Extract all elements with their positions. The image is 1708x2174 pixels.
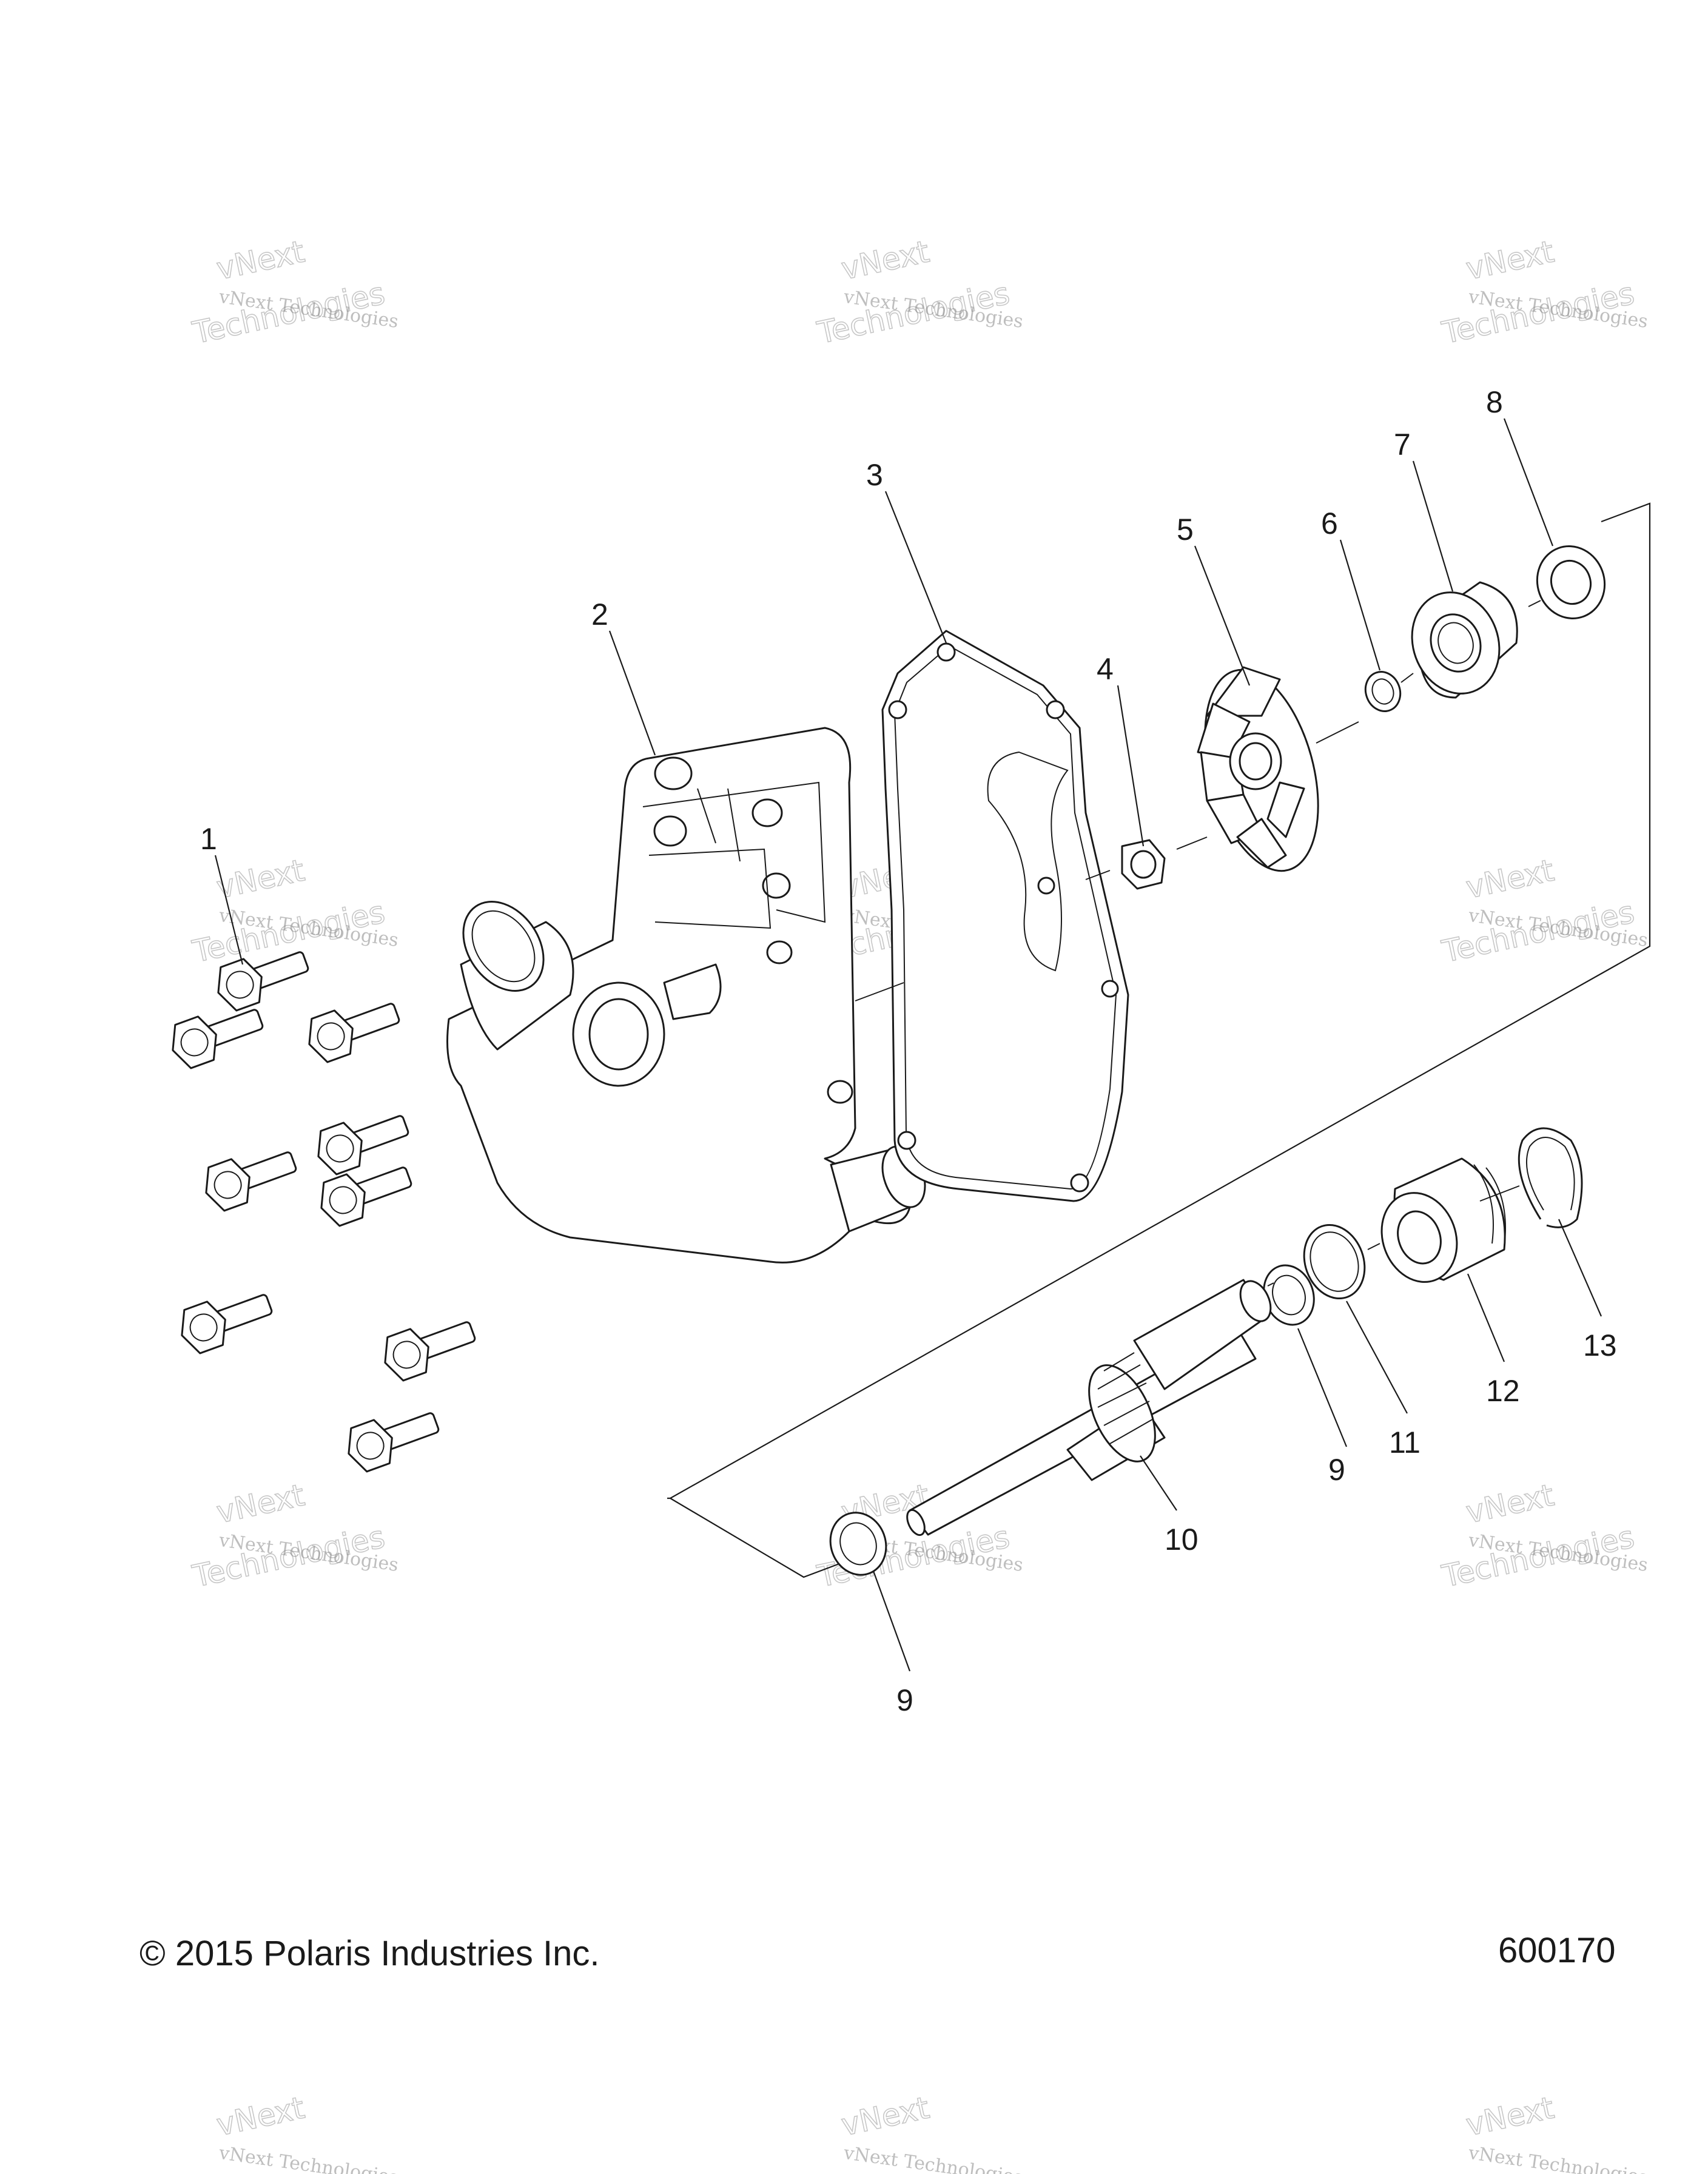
- pump-shaft: [906, 1279, 1272, 1536]
- svg-text:vNext: vNext: [1463, 2090, 1557, 2143]
- diagram-number: 600170: [1498, 1931, 1616, 1970]
- watermark-bottom-center: vNext vNext Technologies: [838, 2090, 1024, 2174]
- bolt: [317, 1115, 409, 1176]
- callout-8: 8: [1486, 385, 1503, 419]
- svg-text:vNext: vNext: [214, 1478, 308, 1530]
- svg-text:vNext: vNext: [214, 234, 308, 287]
- svg-text:vNext: vNext: [838, 2090, 932, 2143]
- impeller-nut: [1121, 839, 1166, 890]
- snap-ring: [1518, 1127, 1583, 1228]
- watermark-top-left: vNext Technologies vNext Technologies: [189, 234, 400, 351]
- bolt: [384, 1321, 476, 1382]
- svg-text:vNext: vNext: [214, 853, 308, 906]
- svg-text:vNext: vNext: [214, 2090, 308, 2143]
- watermark-mid-left: vNext Technologies vNext Technologies: [189, 852, 400, 970]
- bolt-group: [172, 951, 476, 1473]
- watermark-bottom-right: vNext vNext Technologies: [1462, 2090, 1649, 2174]
- watermark-low-right: vNext Technologies vNext Technologies: [1438, 1477, 1649, 1595]
- mechanical-seal: [1411, 581, 1518, 699]
- watermark-top-center: vNext Technologies vNext Technologies: [813, 234, 1024, 351]
- svg-text:vNext: vNext: [1463, 234, 1557, 287]
- callout-3: 3: [866, 458, 883, 492]
- callout-11: 11: [1389, 1425, 1421, 1459]
- bolt: [308, 1003, 400, 1063]
- svg-text:vNext: vNext: [1463, 1478, 1557, 1530]
- callout-12: 12: [1486, 1374, 1520, 1408]
- copyright-text: © 2015 Polaris Industries Inc.: [140, 1934, 599, 1973]
- callout-10: 10: [1165, 1523, 1199, 1556]
- water-pump-housing: [446, 727, 926, 1264]
- callout-13: 13: [1583, 1328, 1617, 1362]
- watermark-top-right: vNext Technologies vNext Technologies: [1438, 234, 1649, 351]
- bolt: [217, 951, 309, 1012]
- callout-7: 7: [1394, 428, 1411, 462]
- svg-text:vNext: vNext: [1463, 853, 1557, 906]
- callout-4: 4: [1097, 652, 1114, 686]
- svg-text:vNext Technologies: vNext Technologies: [842, 2142, 1024, 2174]
- svg-text:vNext Technologies: vNext Technologies: [1467, 2142, 1649, 2174]
- o-ring: [1303, 1223, 1366, 1300]
- watermark-bottom-left: vNext vNext Technologies: [213, 2090, 400, 2174]
- bearing: [1380, 1157, 1506, 1283]
- impeller: [1197, 666, 1319, 872]
- bolt: [205, 1151, 297, 1212]
- callout-2: 2: [591, 597, 608, 631]
- seal-ring: [1364, 671, 1402, 712]
- bolt: [181, 1294, 273, 1355]
- watermark-mid-right: vNext Technologies vNext Technologies: [1438, 852, 1649, 970]
- svg-text:vNext Technologies: vNext Technologies: [217, 2142, 400, 2174]
- bolt: [320, 1166, 412, 1227]
- callout-5: 5: [1177, 513, 1194, 547]
- watermark-low-left: vNext Technologies vNext Technologies: [189, 1477, 400, 1595]
- callout-6: 6: [1321, 506, 1338, 540]
- pump-gasket: [881, 630, 1129, 1202]
- bearing-seal: [1536, 545, 1606, 619]
- bolt: [172, 1009, 264, 1069]
- callout-9-lower: 9: [896, 1683, 913, 1717]
- assembly-bracket: [667, 502, 1651, 1578]
- bolt: [348, 1412, 440, 1473]
- svg-text:vNext: vNext: [838, 234, 932, 287]
- callout-1: 1: [200, 822, 217, 856]
- thrust-washer-lower: [829, 1512, 887, 1576]
- leader-lines: [214, 418, 1602, 1672]
- callout-9-upper: 9: [1328, 1453, 1345, 1487]
